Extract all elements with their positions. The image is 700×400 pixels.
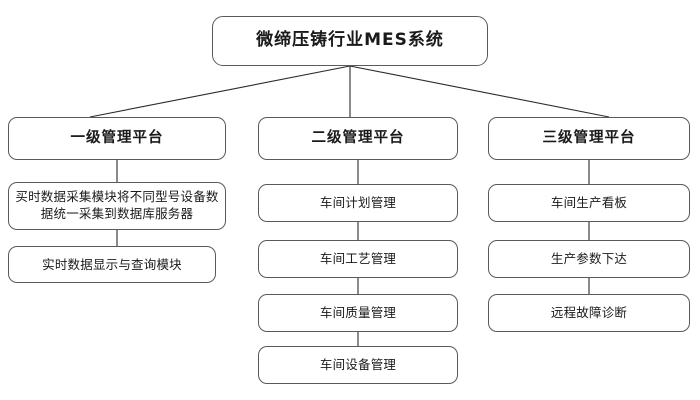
leaf-node-remote-fault-diagnosis-label: 远程故障诊断 bbox=[550, 305, 628, 320]
leaf-node-remote-fault-diagnosis[interactable]: 远程故障诊断 bbox=[488, 294, 690, 332]
leaf-node-realtime-data-collection[interactable]: 买时数据采集模块将不同型号设备数据统一采集到数据库服务器 bbox=[8, 182, 226, 230]
platform-node-level-2[interactable]: 二级管理平台 bbox=[258, 117, 458, 160]
platform-node-level-3[interactable]: 三级管理平台 bbox=[488, 117, 690, 160]
leaf-node-realtime-data-display-label: 实时数据显示与查询模块 bbox=[42, 256, 182, 272]
root-node-label: 微缔压铸行业MES系统 bbox=[256, 30, 444, 51]
platform-node-level-1-label: 一级管理平台 bbox=[70, 130, 164, 147]
leaf-node-workshop-process-management[interactable]: 车间工艺管理 bbox=[258, 240, 458, 278]
platform-node-level-2-label: 二级管理平台 bbox=[311, 130, 405, 147]
platform-node-level-1[interactable]: 一级管理平台 bbox=[8, 117, 226, 160]
connector-title-to-level3 bbox=[349, 65, 610, 118]
leaf-node-realtime-data-collection-label: 买时数据采集模块将不同型号设备数据统一采集到数据库服务器 bbox=[15, 189, 219, 221]
connector-title-to-level1 bbox=[89, 65, 351, 118]
leaf-node-realtime-data-display[interactable]: 实时数据显示与查询模块 bbox=[8, 246, 216, 283]
leaf-node-workshop-quality-management[interactable]: 车间质量管理 bbox=[258, 294, 458, 332]
leaf-node-production-parameter-dispatch-label: 生产参数下达 bbox=[550, 251, 628, 266]
leaf-node-workshop-quality-management-label: 车间质量管理 bbox=[319, 305, 397, 320]
leaf-node-workshop-equipment-management[interactable]: 车间设备管理 bbox=[258, 346, 458, 384]
leaf-node-workshop-plan-management[interactable]: 车间计划管理 bbox=[258, 184, 458, 222]
leaf-node-workshop-process-management-label: 车间工艺管理 bbox=[319, 251, 397, 266]
root-node-mes-system[interactable]: 微缔压铸行业MES系统 bbox=[212, 16, 488, 66]
leaf-node-workshop-equipment-management-label: 车间设备管理 bbox=[319, 357, 397, 372]
platform-node-level-3-label: 三级管理平台 bbox=[542, 130, 636, 147]
leaf-node-workshop-production-kanban-label: 车间生产看板 bbox=[550, 195, 628, 210]
leaf-node-workshop-production-kanban[interactable]: 车间生产看板 bbox=[488, 184, 690, 222]
leaf-node-production-parameter-dispatch[interactable]: 生产参数下达 bbox=[488, 240, 690, 278]
leaf-node-workshop-plan-management-label: 车间计划管理 bbox=[319, 195, 397, 210]
